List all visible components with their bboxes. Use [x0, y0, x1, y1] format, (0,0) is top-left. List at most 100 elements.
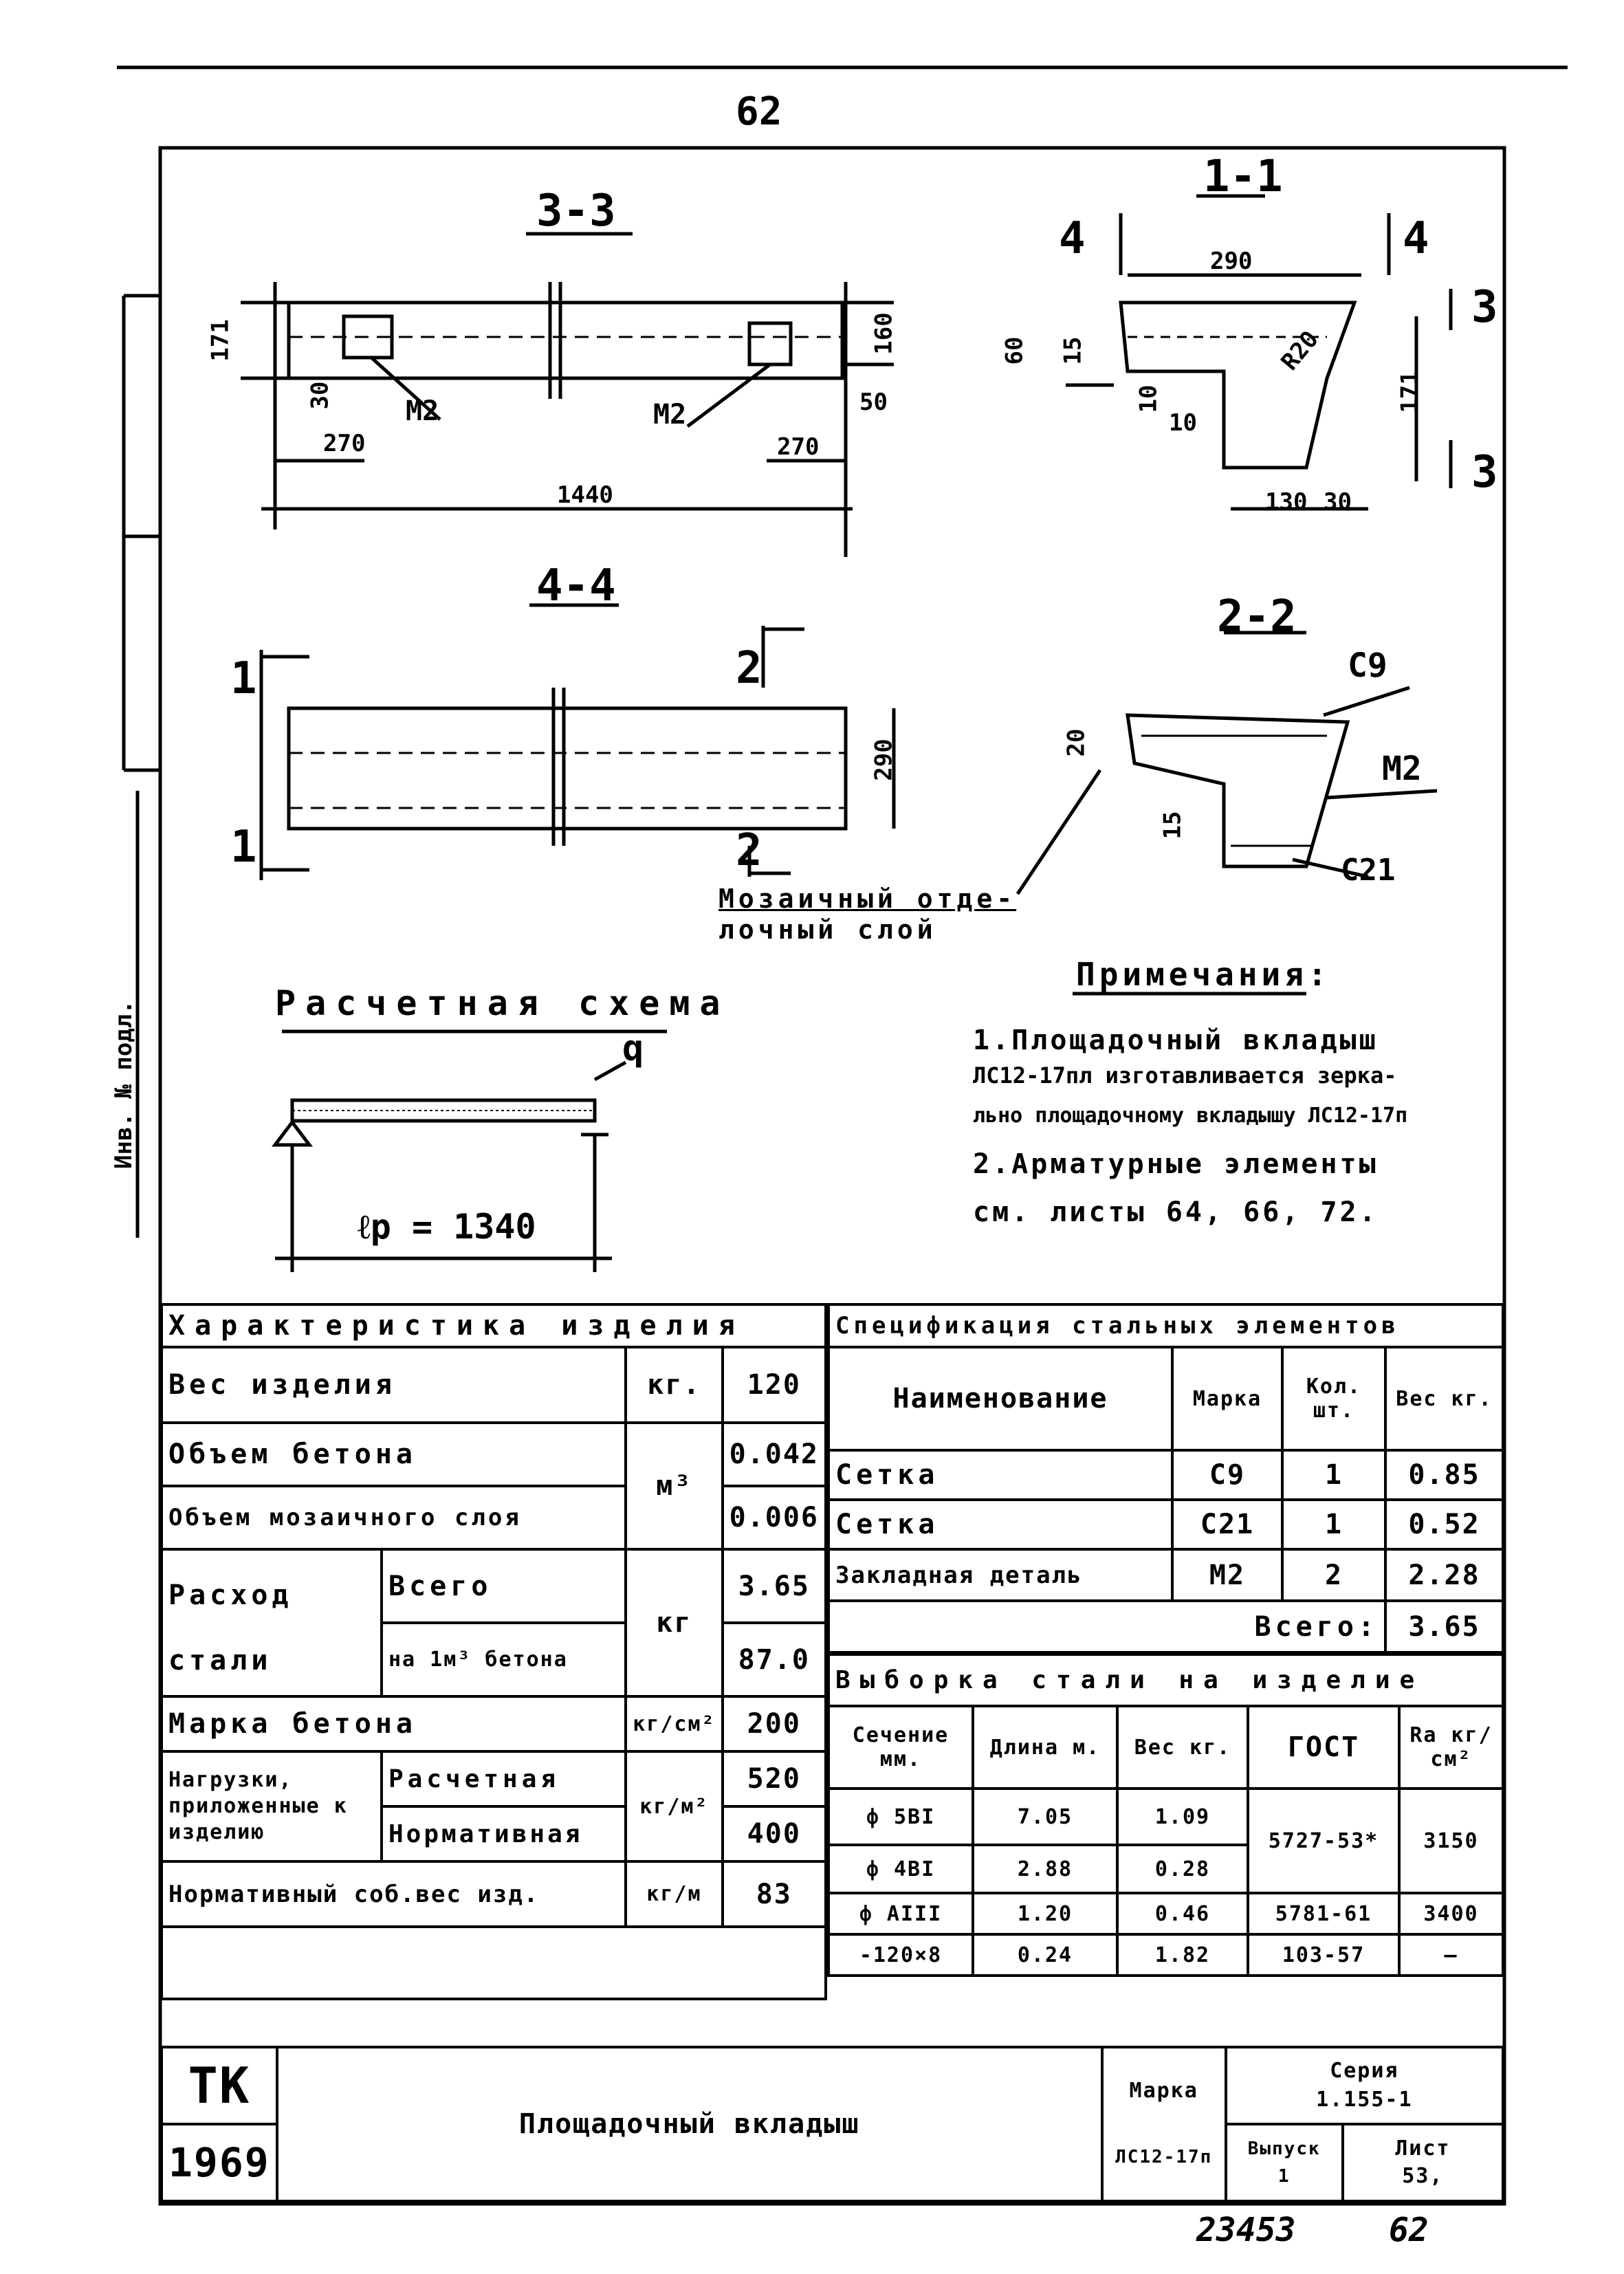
steel-spec-table: Спецификация стальных элементов Наименов… [827, 1303, 1504, 1654]
note-line-2: ЛС12-17пл изготавливается зерка- [973, 1062, 1397, 1089]
title-series-value: 1.155-1 [1316, 2088, 1413, 2112]
title-mark-cell: Марка ЛС12-17п [1100, 2046, 1227, 2202]
page-number: 62 [736, 89, 782, 134]
steel-spec-row2-mark: С21 [1171, 1498, 1284, 1551]
steel-spec-row1-mark: С9 [1171, 1449, 1284, 1501]
steel-selection-table: Выборка стали на изделие Сечение мм. Дли… [827, 1653, 1504, 1977]
callout-line-2: лочный слой [718, 915, 937, 945]
char-row-weight-label: Вес изделия [160, 1346, 628, 1424]
char-row-loads-norm-value: 400 [721, 1805, 828, 1863]
steel-spec-row3-weight: 2.28 [1384, 1548, 1504, 1602]
steel-sel-head-length: Длина м. [972, 1705, 1119, 1790]
note-line-3: льно площадочному вкладышу ЛС12-17п [973, 1104, 1408, 1128]
steel-spec-row2-qty: 1 [1281, 1498, 1387, 1551]
title-series-cell: Серия 1.155-1 [1224, 2046, 1505, 2125]
char-row-weight-value: 120 [721, 1346, 828, 1424]
steel-sel-row1-gost: 5727-53* [1247, 1787, 1401, 1894]
dim-2-2-20: 20 [1062, 728, 1090, 757]
arrow-4-left: 4 [1059, 213, 1086, 264]
label-m2: M2 [1382, 750, 1422, 788]
dim-1-1-130: 130 [1265, 488, 1308, 516]
char-row-loads-unit: кг/м² [624, 1750, 724, 1863]
dim-2-2-15: 15 [1159, 811, 1187, 840]
footer-inventory: 23453 [1196, 2211, 1296, 2249]
dim-1-1-171: 171 [1396, 371, 1424, 413]
section-1-1-title: 1-1 [1203, 151, 1283, 202]
arrow-3-top: 3 [1471, 282, 1498, 333]
char-row-steel-unit: кг [624, 1548, 724, 1698]
note-line-1: 1.Площадочный вкладыш [973, 1025, 1379, 1056]
steel-spec-row1-qty: 1 [1281, 1449, 1387, 1501]
dim-3-3-50: 50 [859, 389, 888, 416]
char-row-loads-label: Нагрузки, приложенные к изделию [160, 1750, 383, 1863]
char-row-concrete-label: Объем бетона [160, 1421, 628, 1487]
steel-sel-row3-weight: 0.46 [1116, 1892, 1249, 1936]
dim-3-3-height: 171 [206, 319, 234, 362]
char-row-loads-norm-sub: Нормативная [380, 1805, 628, 1863]
steel-spec-row2-name: Сетка [827, 1498, 1174, 1551]
char-row-grade-unit: кг/см² [624, 1695, 724, 1753]
char-row-steel-perm3-sub: на 1м³ бетона [380, 1621, 628, 1698]
arrow-4-right: 4 [1403, 213, 1429, 264]
label-c9: C9 [1348, 646, 1387, 685]
section-2-2-title: 2-2 [1217, 591, 1297, 642]
char-row-grade-label: Марка бетона [160, 1695, 628, 1753]
steel-spec-row3-name: Закладная деталь [827, 1548, 1174, 1602]
note-line-5: см. листы 64, 66, 72. [973, 1196, 1379, 1228]
callout-line-1: Мозаичный отде- [718, 884, 1017, 914]
char-row-steel-perm3-value: 87.0 [721, 1621, 828, 1698]
notes-title: Примечания: [1076, 956, 1331, 993]
arrow-1-top: 1 [230, 653, 257, 704]
steel-spec-head-mark: Марка [1171, 1346, 1284, 1452]
arrow-1-bottom: 1 [230, 822, 257, 873]
steel-sel-row3-gost: 5781-61 [1247, 1892, 1401, 1936]
char-row-grade-value: 200 [721, 1695, 828, 1753]
steel-sel-row4-weight: 1.82 [1116, 1933, 1249, 1977]
dim-1-1-10b: 10 [1169, 409, 1197, 437]
dim-1-1-60: 60 [1000, 336, 1029, 365]
title-sheet-label: Лист [1395, 2136, 1451, 2161]
side-stamp: Инв. № подл. [110, 1000, 138, 1169]
section-3-3-title: 3-3 [536, 186, 616, 237]
steel-spec-row1-name: Сетка [827, 1449, 1174, 1501]
char-row-weight-unit: кг. [624, 1346, 724, 1424]
dim-1-1-15: 15 [1059, 336, 1087, 365]
dim-3-3-30: 30 [306, 381, 334, 410]
title-series-label: Серия [1330, 2059, 1399, 2083]
arrow-2-top: 2 [736, 643, 762, 694]
char-row-selfweight-value: 83 [721, 1860, 828, 1928]
steel-spec-total-value: 3.65 [1384, 1599, 1504, 1654]
calc-span: ℓp = 1340 [358, 1207, 536, 1247]
title-year: 1969 [160, 2123, 278, 2202]
characteristics-title: Характеристика изделия [160, 1303, 827, 1348]
steel-sel-row4-ra: — [1398, 1933, 1504, 1977]
arrow-3-bottom: 3 [1471, 447, 1498, 498]
dim-3-3-length: 1440 [557, 481, 613, 509]
steel-sel-row1-section: ф 5ВI [827, 1787, 974, 1846]
characteristics-table: Характеристика изделия Вес изделия кг. 1… [160, 1303, 828, 2000]
steel-sel-row2-length: 2.88 [972, 1844, 1119, 1894]
steel-sel-row1-weight: 1.09 [1116, 1787, 1249, 1846]
steel-sel-head-weight: Вес кг. [1116, 1705, 1249, 1790]
note-line-4: 2.Арматурные элементы [973, 1148, 1379, 1180]
mark-m2-left: M2 [406, 395, 439, 427]
char-row-loads-calc-value: 520 [721, 1750, 828, 1808]
steel-selection-title: Выборка стали на изделие [827, 1653, 1504, 1707]
title-org: ТК [160, 2046, 278, 2125]
title-issue-cell: Выпуск 1 [1224, 2123, 1344, 2202]
dim-1-1-290: 290 [1210, 248, 1253, 275]
calc-load-q: q [622, 1028, 644, 1069]
steel-spec-row3-qty: 2 [1281, 1548, 1387, 1602]
char-empty-row [160, 1925, 827, 2000]
steel-sel-row4-section: -120×8 [827, 1933, 974, 1977]
section-4-4-title: 4-4 [536, 560, 616, 611]
char-row-steel-label-1: Расход [168, 1579, 293, 1611]
steel-spec-head-qty: Кол. шт. [1281, 1346, 1387, 1452]
steel-sel-row3-length: 1.20 [972, 1892, 1119, 1936]
title-block: ТК Площадочный вкладыш Марка ЛС12-17п Се… [160, 2046, 1505, 2202]
steel-sel-row4-length: 0.24 [972, 1933, 1119, 1977]
steel-sel-row1-length: 7.05 [972, 1787, 1119, 1846]
steel-sel-row1-ra: 3150 [1398, 1787, 1504, 1894]
steel-spec-head-name: Наименование [827, 1346, 1174, 1452]
dim-1-1-30: 30 [1324, 488, 1352, 516]
